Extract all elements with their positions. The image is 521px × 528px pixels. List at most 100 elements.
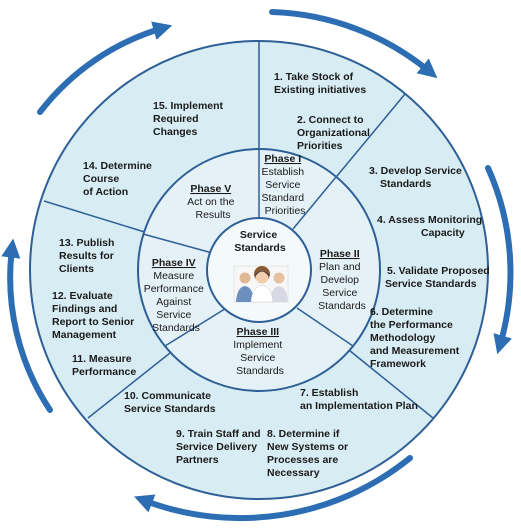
step-6-line: Methodology xyxy=(370,332,435,344)
phase-2-title: Phase II xyxy=(320,248,360,260)
phase-4-label: Phase IV Measure Performance Against Ser… xyxy=(144,253,209,334)
step-4-label: 4. Assess Monitoring Capacity xyxy=(377,214,485,239)
step-15-line: Required xyxy=(153,113,199,125)
step-6-line: the Performance xyxy=(370,319,453,331)
phase-1-line: Establish xyxy=(261,166,304,178)
phase-4-title: Phase IV xyxy=(152,257,196,269)
inner-divider-2 xyxy=(292,176,337,230)
step-4-line: Capacity xyxy=(421,227,465,239)
step-11-line: Performance xyxy=(72,366,136,378)
step-8-label: 8. Determine if New Systems or Processes… xyxy=(267,428,351,479)
step-labels: 1. Take Stock of Existing initiatives 2.… xyxy=(52,71,493,479)
step-9-line: Service Delivery xyxy=(176,441,257,453)
step-7-label: 7. Establish an Implementation Plan xyxy=(300,387,418,412)
step-1-label: 1. Take Stock of Existing initiatives xyxy=(274,71,366,96)
step-5-line: Service Standards xyxy=(385,278,477,290)
person-left-head xyxy=(239,272,251,284)
phase-3-line: Implement xyxy=(233,339,282,351)
phase-3-label: Phase III Implement Service Standards xyxy=(233,322,286,377)
step-13-line: Clients xyxy=(59,263,94,275)
person-left-body xyxy=(236,286,254,302)
person-center-body xyxy=(250,284,274,303)
cycle-arrow-top-right xyxy=(269,9,438,79)
step-14-line: Course xyxy=(83,173,119,185)
step-3-label: 3. Develop Service Standards xyxy=(369,165,465,190)
phase-3-line: Standards xyxy=(236,365,284,377)
cycle-arrow-bottom xyxy=(134,455,413,522)
step-10-line: 10. Communicate xyxy=(124,390,211,402)
step-6-label: 6. Determine the Performance Methodology… xyxy=(370,306,462,370)
step-4-line: 4. Assess Monitoring xyxy=(377,214,482,226)
person-right-head xyxy=(273,272,285,284)
step-15-label: 15. Implement Required Changes xyxy=(153,100,226,138)
step-15-line: Changes xyxy=(153,126,198,138)
step-13-line: Results for xyxy=(59,250,114,262)
step-9-label: 9. Train Staff and Service Delivery Part… xyxy=(176,428,264,466)
step-1-line: Existing initiatives xyxy=(274,84,366,96)
phase-2-line: Service xyxy=(322,287,357,299)
center-title-line: Service xyxy=(240,229,278,241)
step-7-line: an Implementation Plan xyxy=(300,400,418,412)
phase-4-line: Service xyxy=(156,309,191,321)
step-15-line: 15. Implement xyxy=(153,100,224,112)
step-12-line: Report to Senior xyxy=(52,316,134,328)
phase-2-label: Phase II Plan and Develop Service Standa… xyxy=(318,244,366,312)
step-11-line: 11. Measure xyxy=(72,353,132,365)
phase-1-line: Priorities xyxy=(265,205,306,217)
phase-1-title: Phase I xyxy=(264,153,301,165)
center-title-line: Standards xyxy=(234,242,286,254)
center-title: Service Standards xyxy=(234,229,286,254)
step-2-line: Priorities xyxy=(297,140,343,152)
step-7-line: 7. Establish xyxy=(300,387,358,399)
phase-5-title: Phase V xyxy=(190,183,231,195)
phase-4-line: Standards xyxy=(152,322,200,334)
inner-divider-3 xyxy=(296,307,354,347)
phase-5-label: Phase V Act on the Results xyxy=(187,179,239,221)
step-12-line: 12. Evaluate xyxy=(52,290,113,302)
phase-1-label: Phase I Establish Service Standard Prior… xyxy=(261,149,308,217)
step-8-line: New Systems or xyxy=(267,441,348,453)
phase-5-line: Results xyxy=(195,209,230,221)
phase-3-line: Service xyxy=(240,352,275,364)
step-6-line: and Measurement xyxy=(370,345,460,357)
step-2-label: 2. Connect to Organizational Priorities xyxy=(297,114,373,152)
step-1-line: 1. Take Stock of xyxy=(274,71,354,83)
phase-2-line: Plan and xyxy=(319,261,361,273)
step-12-label: 12. Evaluate Findings and Report to Seni… xyxy=(52,290,137,341)
cycle-arrow-right xyxy=(485,165,514,355)
step-6-line: Framework xyxy=(370,358,426,370)
step-8-line: 8. Determine if xyxy=(267,428,340,440)
step-2-line: 2. Connect to xyxy=(297,114,364,126)
step-14-label: 14. Determine Course of Action xyxy=(83,160,155,198)
cycle-arrow-top-left xyxy=(37,21,173,115)
step-8-line: Necessary xyxy=(267,467,320,479)
step-11-label: 11. Measure Performance xyxy=(72,353,136,378)
phase-4-line: Performance xyxy=(144,283,204,295)
customer-service-photo xyxy=(233,265,289,303)
inner-divider-4 xyxy=(164,306,229,347)
step-9-line: Partners xyxy=(176,454,219,466)
person-center-head xyxy=(255,270,269,284)
inner-divider-5 xyxy=(142,233,217,255)
phase-3-title: Phase III xyxy=(236,326,279,338)
step-9-line: 9. Train Staff and xyxy=(176,428,261,440)
cycle-arrow-left xyxy=(1,238,53,413)
headset-icon xyxy=(254,270,270,277)
phase-1-line: Standard xyxy=(261,192,304,204)
inner-dividers xyxy=(142,150,354,347)
phase-2-line: Develop xyxy=(321,274,360,286)
step-3-line: 3. Develop Service xyxy=(369,165,462,177)
phase-5-line: Act on the xyxy=(187,196,234,208)
step-2-line: Organizational xyxy=(297,127,370,139)
step-5-label: 5. Validate Proposed Service Standards xyxy=(385,265,493,290)
phase-4-line: Measure xyxy=(153,270,194,282)
step-8-line: Processes are xyxy=(267,454,338,466)
phase-labels: Phase I Establish Service Standard Prior… xyxy=(144,149,366,377)
step-13-line: 13. Publish xyxy=(59,237,114,249)
step-14-line: 14. Determine xyxy=(83,160,152,172)
step-6-line: 6. Determine xyxy=(370,306,433,318)
phase-2-line: Standards xyxy=(318,300,366,312)
phase-1-line: Service xyxy=(265,179,300,191)
person-right-body xyxy=(270,286,288,302)
